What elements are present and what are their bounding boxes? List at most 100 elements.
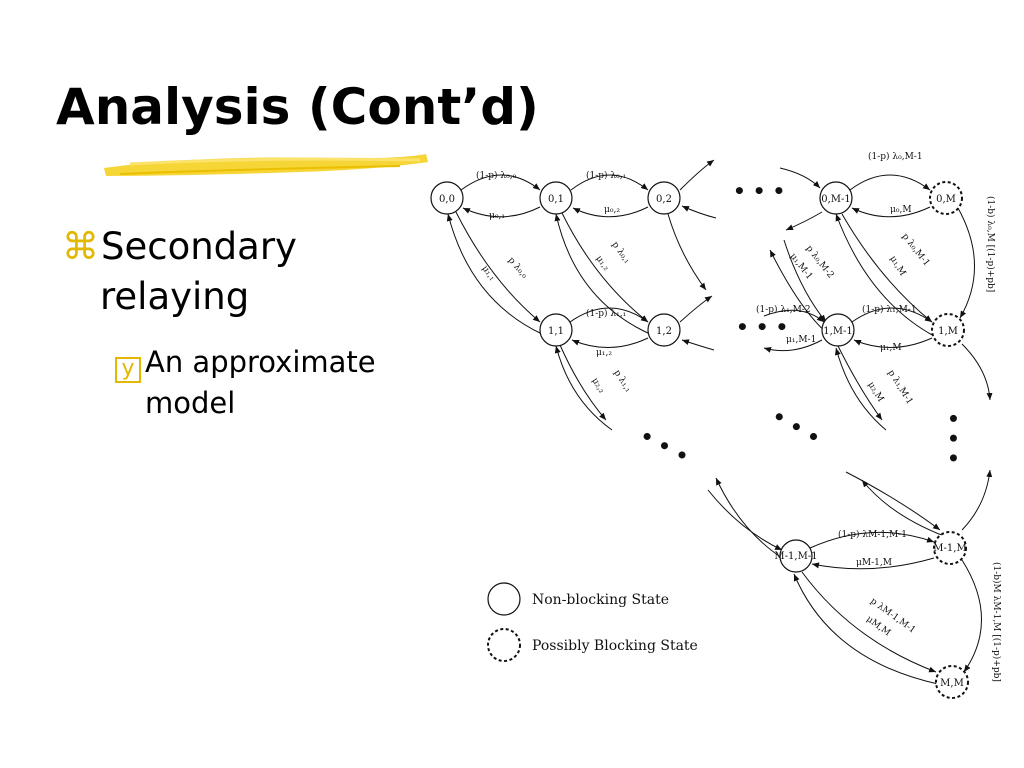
rate-m22: μ₂,₂ (589, 376, 606, 395)
state-0-2 (647, 181, 681, 215)
state-0-0 (430, 181, 464, 215)
arc-in-0M1 (779, 167, 821, 189)
rate-m11: μ₁,₁ (480, 264, 497, 283)
diag-MM1-out (715, 477, 783, 559)
label-0-m-1: 0,M-1 (821, 194, 851, 205)
state-m-1-m (933, 531, 967, 565)
dots-vertical: • • • (941, 412, 965, 464)
arc-11-12 (569, 307, 649, 323)
rate-lm1: (1-p) λM-1,M-1 (838, 529, 907, 540)
diag-MM-MM1 (793, 573, 939, 685)
rate-side-0m: (1-b) λ₀,M [(1-p)+pb] (985, 196, 996, 292)
rate-m1md: μ₁,M (887, 254, 907, 278)
arc-1M1-out (763, 339, 823, 353)
side-M1M-MM (961, 559, 982, 673)
rate-side-m1m: (1-b)M λM-1,M [(1-p)+pb] (991, 562, 1002, 682)
label-0-2: 0,2 (656, 194, 672, 205)
side-1M-down (961, 343, 993, 401)
side-0M-1M (957, 207, 975, 319)
sub-bullet-line2: model (145, 386, 236, 420)
state-0-m-1 (819, 181, 853, 215)
dots-row0: • • • (733, 179, 785, 203)
legend: Non-blocking State Possibly Blocking Sta… (487, 582, 698, 662)
arc-M1M-MM1 (811, 557, 935, 570)
arc-01-02 (570, 174, 649, 191)
arc-02-out (679, 159, 715, 191)
label-0-0: 0,0 (439, 194, 455, 205)
diag-01-12 (561, 212, 649, 323)
dots-diag-mid: • • • (768, 404, 825, 451)
state-1-2 (647, 313, 681, 347)
diag-in-M1M (845, 471, 941, 531)
state-1-1 (539, 313, 573, 347)
rate-m02: μ₀,₂ (604, 205, 620, 215)
arc-MM1-M1M (809, 531, 935, 549)
state-0-m (929, 181, 963, 215)
command-bullet-icon: ⌘ (62, 225, 99, 268)
label-1-1: 1,1 (548, 326, 564, 337)
diag-down-1M1 (834, 347, 887, 431)
sub-bullet-line1: An approximate (145, 345, 376, 379)
label-m-1-m-1: M-1,M-1 (774, 551, 817, 562)
legend-blocking-circle (487, 628, 521, 662)
diag-11-out (559, 344, 607, 421)
rate-m12: μ₁,₂ (596, 348, 612, 358)
arc-1M1-1M (851, 307, 933, 323)
label-m-m: M,M (940, 678, 964, 689)
diag-in-MM1 (707, 489, 783, 551)
label-1-2: 1,2 (656, 326, 672, 337)
arc-0M1-out (785, 211, 823, 231)
boxed-y-bullet-icon: y (115, 357, 141, 383)
rate-mm1: μM-1,M (856, 558, 892, 568)
state-1-m-1 (821, 313, 855, 347)
rate-l00: (1-p) λ₀,₀ (476, 170, 517, 181)
rate-m12d: μ₁,₂ (594, 254, 612, 273)
diag-11-00 (446, 213, 543, 335)
rate-pl00: p λ₀,₀ (506, 256, 530, 281)
legend-blocking-label: Possibly Blocking State (532, 638, 698, 654)
rate-l01: (1-p) λ₀,₁ (586, 170, 626, 181)
rate-m1m1: μ₁,M-1 (786, 335, 816, 345)
diag-00-11 (455, 211, 541, 323)
slide-title: Analysis (Cont’d) (56, 78, 539, 136)
label-0-1: 0,1 (548, 194, 564, 205)
dots-row1: • • • (736, 315, 788, 339)
rate-m01: μ₀,₁ (489, 211, 505, 221)
diag-1M-0M1 (835, 213, 935, 337)
diag-M1M-out (861, 479, 945, 537)
rate-pl0m1: p λ₀,M-1 (900, 232, 932, 269)
state-m-1-m-1 (779, 539, 813, 573)
arc-0M1-0M (849, 174, 931, 191)
arc-in-02 (681, 205, 717, 219)
diag-1M1-down (837, 345, 883, 421)
bullet-text-line1: Secondary (101, 225, 297, 268)
side-M1M-up (961, 469, 993, 531)
label-1-m: 1,M (938, 326, 958, 337)
arc-12-out (679, 295, 713, 323)
label-m-1-m: M-1,M (933, 543, 966, 554)
diag-in-11 (554, 345, 613, 431)
label-0-m: 0,M (936, 194, 956, 205)
rate-pl11: p λ₁,₁ (611, 368, 632, 394)
rate-l1m1: (1-p) λ₁,M-1 (862, 304, 917, 315)
arc-02-01 (572, 206, 649, 218)
diag-0M1-1M (841, 213, 933, 323)
arc-00-01 (460, 174, 541, 191)
arc-in-1M1 (763, 309, 825, 323)
rate-l1m2: (1-p) λ₁,M-2 (756, 304, 811, 315)
yellow-brush-stroke (104, 154, 428, 176)
diag-MM1-MM (801, 571, 937, 673)
state-1-m (931, 313, 965, 347)
arc-12-11 (571, 337, 649, 349)
dots-diag-left: • • • (636, 423, 693, 469)
bullet-secondary-relaying: ⌘Secondary relaying (62, 222, 422, 322)
state-0-1 (539, 181, 573, 215)
bullet-text-line2: relaying (100, 275, 250, 318)
arc-0M-0M1 (851, 206, 931, 218)
rate-l0m1: (1-p) λ₀,M-1 (868, 151, 923, 162)
state-nodes (430, 181, 969, 699)
rate-pl01: p λ₀,₁ (610, 240, 632, 266)
legend-non-blocking-label: Non-blocking State (532, 592, 669, 608)
